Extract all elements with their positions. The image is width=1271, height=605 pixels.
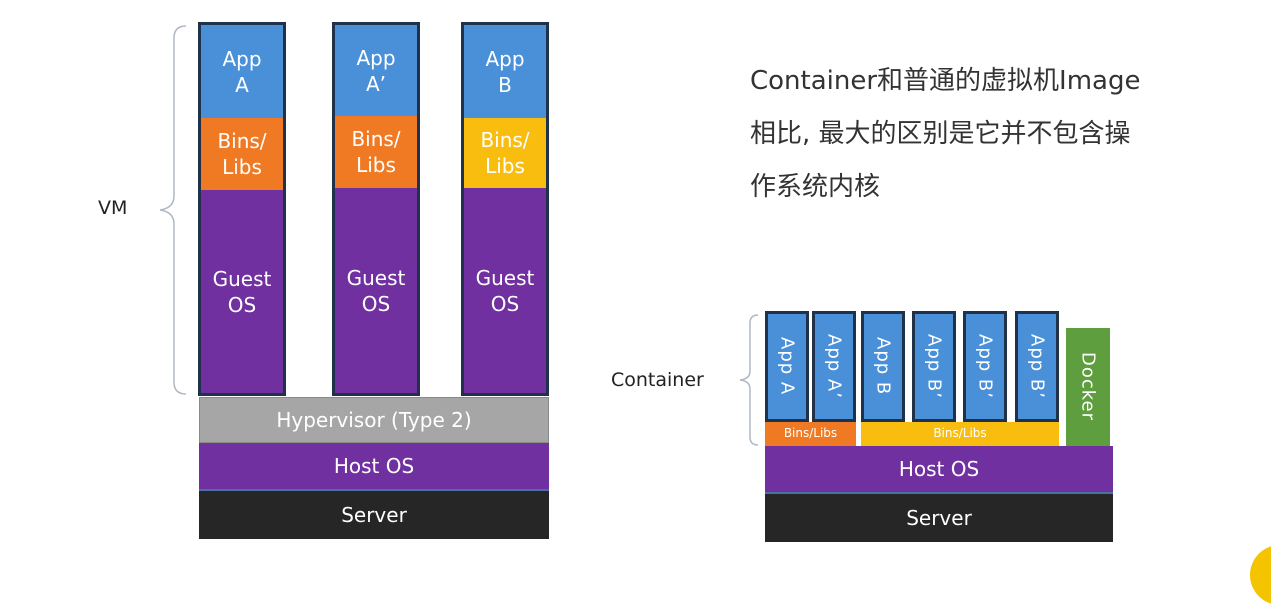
- caption-text: Container和普通的虚拟机Image 相比, 最大的区别是它并不包含操 作…: [750, 55, 1220, 214]
- container-bins-libs-left: Bins/Libs: [765, 422, 856, 446]
- docker-engine: Docker: [1066, 328, 1110, 446]
- vm-brace: [159, 25, 187, 395]
- container-app-b-prime-2: App B’: [963, 311, 1007, 422]
- vm-host-os-layer: Host OS: [199, 443, 549, 491]
- hypervisor-layer: Hypervisor (Type 2): [199, 397, 549, 443]
- vm-app-b: App B: [461, 22, 549, 118]
- container-app-b: App B: [861, 311, 905, 422]
- container-server-layer: Server: [765, 494, 1113, 542]
- vm-bins-libs-b: Bins/ Libs: [461, 118, 549, 188]
- caption-line-2: 相比, 最大的区别是它并不包含操: [750, 119, 1131, 149]
- container-app-b-prime-3: App B’: [1015, 311, 1059, 422]
- container-host-os-layer: Host OS: [765, 446, 1113, 494]
- caption-line-1: Container和普通的虚拟机Image: [750, 66, 1141, 96]
- container-label: Container: [611, 369, 704, 391]
- vm-guest-os-b: Guest OS: [461, 188, 549, 396]
- caption-line-3: 作系统内核: [750, 172, 881, 202]
- container-app-b-prime-1: App B’: [912, 311, 956, 422]
- container-bins-libs-right: Bins/Libs: [861, 422, 1059, 446]
- container-brace: [739, 314, 759, 446]
- container-app-a-prime: App A’: [812, 311, 856, 422]
- vm-app-a: App A: [198, 22, 286, 118]
- vm-app-a-prime: App A’: [332, 22, 420, 116]
- vm-server-layer: Server: [199, 491, 549, 539]
- vm-bins-libs-a-prime: Bins/ Libs: [332, 116, 420, 188]
- container-app-a: App A: [765, 311, 809, 422]
- vm-label: VM: [98, 197, 128, 219]
- corner-accent: [1250, 545, 1271, 605]
- vm-guest-os-a: Guest OS: [198, 190, 286, 396]
- vm-guest-os-a-prime: Guest OS: [332, 188, 420, 396]
- vm-bins-libs-a: Bins/ Libs: [198, 118, 286, 190]
